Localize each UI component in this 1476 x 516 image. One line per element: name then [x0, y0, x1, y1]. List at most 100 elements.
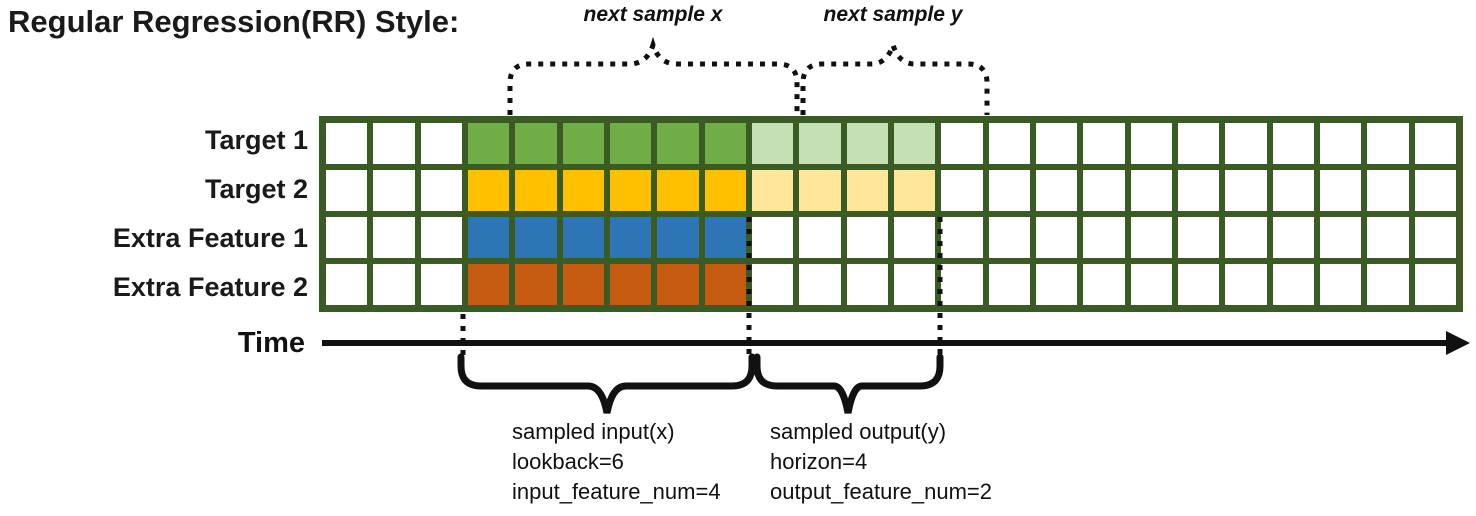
grid-cell — [467, 123, 510, 164]
grid-cell — [751, 264, 794, 305]
grid-cell — [1367, 123, 1409, 164]
grid-cell — [893, 170, 936, 211]
grid-cell — [1130, 217, 1172, 258]
grid-cell — [1225, 170, 1267, 211]
grid-cell — [373, 170, 415, 211]
next-sample-x-brace — [507, 36, 800, 115]
grid-cell — [846, 123, 888, 164]
grid-cell — [1083, 217, 1125, 258]
grid-cell — [704, 217, 746, 258]
grid-cell — [609, 264, 652, 305]
timeseries-grid — [319, 116, 1463, 312]
output-feature-num-value: output_feature_num=2 — [770, 479, 993, 504]
grid-cell — [657, 170, 699, 211]
grid-cell — [562, 264, 604, 305]
grid-cell — [988, 264, 1030, 305]
row-label-extra-feature-2: Extra Feature 2 — [112, 272, 308, 302]
grid-cell — [893, 123, 936, 164]
grid-cell — [609, 217, 652, 258]
grid-cell — [609, 123, 652, 164]
grid-cell — [1035, 217, 1078, 258]
grid-cell — [988, 217, 1030, 258]
grid-cell — [326, 123, 368, 164]
time-axis-arrowhead-icon — [1446, 331, 1470, 355]
time-axis-label: Time — [237, 327, 305, 359]
grid-cell — [846, 264, 888, 305]
grid-cell — [609, 170, 652, 211]
lookback-value: lookback=6 — [512, 449, 624, 474]
sampled-output-title: sampled output(y) — [770, 419, 947, 444]
grid-cell — [1272, 217, 1314, 258]
grid-cell — [1272, 264, 1314, 305]
grid-cell — [1272, 170, 1314, 211]
grid-cell — [1414, 170, 1456, 211]
grid-cell — [1177, 264, 1220, 305]
grid-cell — [751, 170, 794, 211]
grid-cell — [1035, 170, 1078, 211]
grid-cell — [562, 217, 604, 258]
grid-cell — [1225, 264, 1267, 305]
row-label-target-2: Target 2 — [204, 174, 308, 204]
grid-cell — [799, 264, 841, 305]
grid-cell — [467, 217, 510, 258]
grid-cell — [751, 123, 794, 164]
grid-cell — [704, 264, 746, 305]
input-feature-num-value: input_feature_num=4 — [512, 479, 721, 504]
grid-cell — [373, 217, 415, 258]
grid-cell — [1177, 217, 1220, 258]
horizon-value: horizon=4 — [770, 449, 868, 474]
row-label-extra-feature-1: Extra Feature 1 — [112, 223, 308, 253]
sampled-input-brace — [457, 353, 756, 414]
grid-cell — [373, 123, 415, 164]
sampled-output-brace — [753, 353, 944, 414]
grid-cell — [704, 170, 746, 211]
grid-cell — [1225, 123, 1267, 164]
grid-cell — [1083, 123, 1125, 164]
grid-cell — [420, 217, 462, 258]
grid-cell — [467, 170, 510, 211]
grid-cell — [326, 217, 368, 258]
grid-cell — [373, 264, 415, 305]
grid-cell — [657, 264, 699, 305]
grid-cell — [1367, 170, 1409, 211]
grid-cell — [515, 170, 557, 211]
grid-cell — [515, 264, 557, 305]
grid-cell — [1272, 123, 1314, 164]
row-label-target-1: Target 1 — [204, 125, 308, 155]
grid-cell — [941, 123, 983, 164]
grid-cell — [846, 170, 888, 211]
next-sample-y-brace — [800, 36, 990, 115]
grid-cell — [1319, 123, 1362, 164]
grid-cell — [846, 217, 888, 258]
grid-cell — [1083, 264, 1125, 305]
grid-cell — [941, 217, 983, 258]
grid-cell — [1319, 264, 1362, 305]
grid-cell — [467, 264, 510, 305]
grid-cell — [1319, 217, 1362, 258]
grid-cell — [1177, 123, 1220, 164]
grid-cell — [1177, 170, 1220, 211]
grid-cell — [704, 123, 746, 164]
grid-cell — [1083, 170, 1125, 211]
grid-cell — [988, 123, 1030, 164]
grid-cell — [941, 170, 983, 211]
grid-cell — [941, 264, 983, 305]
grid-cell — [562, 170, 604, 211]
grid-cell — [751, 217, 794, 258]
sampled-input-title: sampled input(x) — [512, 419, 675, 444]
diagram-title: Regular Regression(RR) Style: — [8, 4, 460, 39]
grid-cell — [562, 123, 604, 164]
grid-cell — [515, 217, 557, 258]
next-sample-x-label: next sample x — [583, 3, 723, 26]
grid-cell — [799, 170, 841, 211]
grid-cell — [326, 264, 368, 305]
grid-cell — [1414, 264, 1456, 305]
grid-cell — [1367, 264, 1409, 305]
grid-cell — [1130, 170, 1172, 211]
grid-cell — [1035, 264, 1078, 305]
grid-cell — [893, 217, 936, 258]
grid-cell — [420, 170, 462, 211]
grid-cell — [420, 123, 462, 164]
grid-cell — [1035, 123, 1078, 164]
grid-cell — [515, 123, 557, 164]
